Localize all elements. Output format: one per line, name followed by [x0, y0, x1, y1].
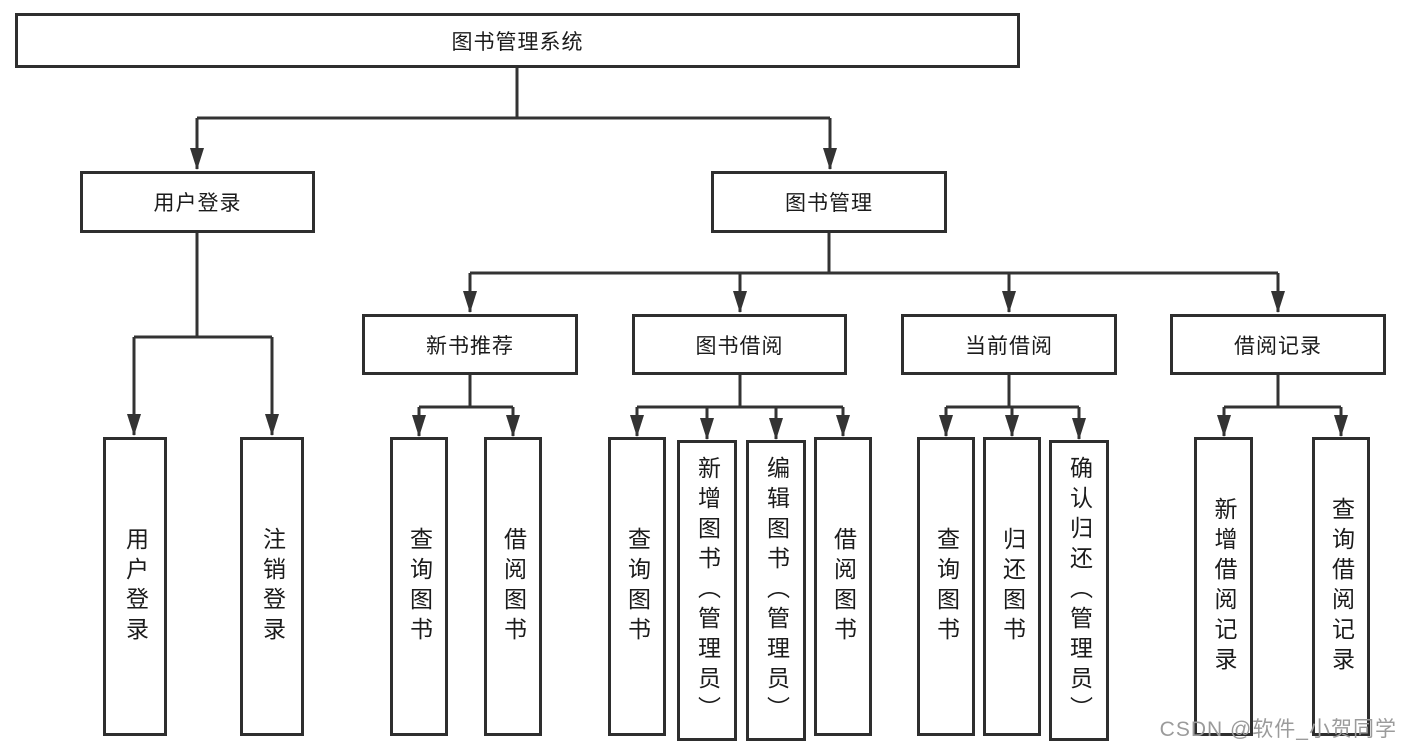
leaf-return-book: 归还图书 — [983, 437, 1041, 736]
node-current-borrow: 当前借阅 — [901, 314, 1117, 375]
node-book-borrow: 图书借阅 — [632, 314, 847, 375]
leaf-confirm-return-admin: 确认归还（管理员） — [1049, 440, 1109, 741]
node-new-book-recommend: 新书推荐 — [362, 314, 578, 375]
node-borrow-records: 借阅记录 — [1170, 314, 1386, 375]
leaf-query-book-recommend: 查询图书 — [390, 437, 448, 736]
leaf-user-login: 用户登录 — [103, 437, 167, 736]
node-book-management: 图书管理 — [711, 171, 947, 233]
leaf-query-book-borrow: 查询图书 — [608, 437, 666, 736]
node-root: 图书管理系统 — [15, 13, 1020, 68]
leaf-add-borrow-record: 新增借阅记录 — [1194, 437, 1253, 736]
watermark: CSDN @软件_小贺同学 — [1159, 718, 1397, 741]
leaf-borrow-book: 借阅图书 — [814, 437, 872, 736]
leaf-query-book-current: 查询图书 — [917, 437, 975, 736]
leaf-query-borrow-record: 查询借阅记录 — [1312, 437, 1370, 736]
leaf-borrow-book-recommend: 借阅图书 — [484, 437, 542, 736]
node-user-login: 用户登录 — [80, 171, 315, 233]
leaf-edit-book-admin: 编辑图书（管理员） — [746, 440, 806, 741]
leaf-add-book-admin: 新增图书（管理员） — [677, 440, 737, 741]
leaf-logout: 注销登录 — [240, 437, 304, 736]
